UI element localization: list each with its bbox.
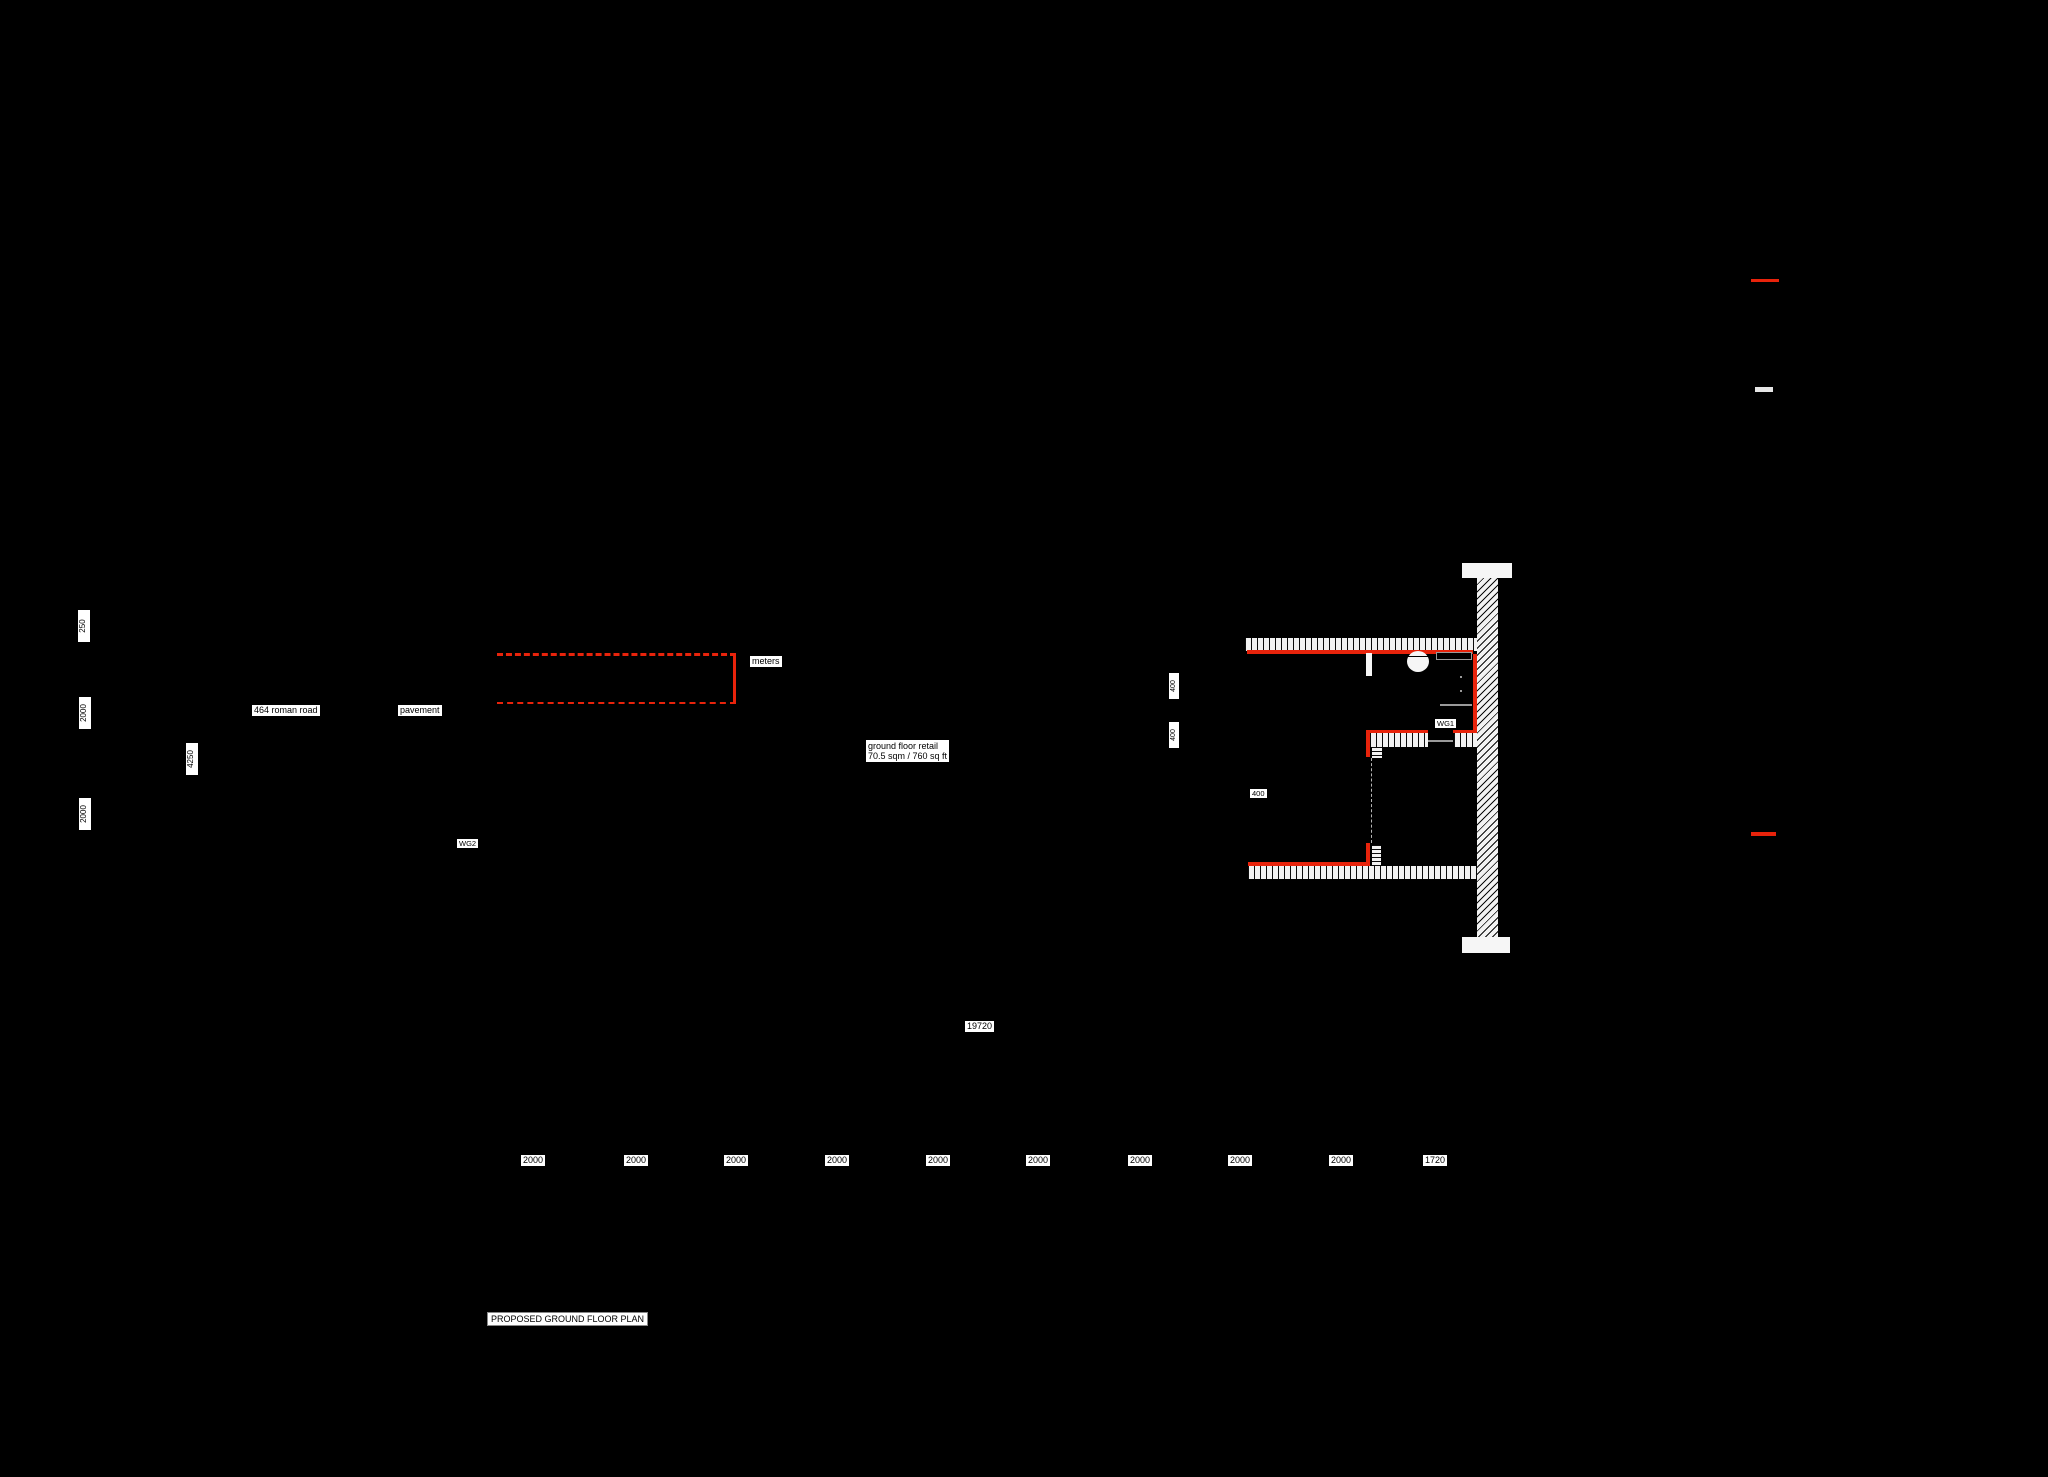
dimension-label: 1720 — [1423, 1155, 1448, 1166]
party-wall-red-lining — [1473, 654, 1477, 731]
cistern-outline — [1436, 652, 1472, 660]
wc-wall-red-corner — [1366, 730, 1370, 757]
door-swing-dot — [1460, 676, 1462, 678]
road-name-label: 464 roman road — [252, 705, 320, 716]
meters-label: meters — [750, 656, 782, 667]
dimension-label: 2000 — [1026, 1155, 1051, 1166]
bottom-wall-red-lining — [1248, 862, 1370, 866]
wc-pier-hatch — [1372, 747, 1382, 758]
retail-area-line1: ground floor retail — [868, 741, 939, 751]
opening-dashed-line — [1371, 758, 1372, 843]
dimension-label: 2000 — [825, 1155, 850, 1166]
legend-red-line-top — [1751, 279, 1779, 282]
meters-enclosure-outline — [497, 653, 736, 704]
legend-white-line — [1755, 387, 1773, 392]
dimension-label: 2000 — [724, 1155, 749, 1166]
dimension-label-vertical: 2000 — [79, 697, 91, 729]
dimension-label: 400 — [1250, 789, 1267, 798]
dimension-label: 2000 — [926, 1155, 951, 1166]
overall-dimension-label: 19720 — [965, 1021, 995, 1032]
dimension-label-vertical: 250 — [78, 610, 90, 642]
party-wall-bottom-closer — [1462, 937, 1510, 953]
bottom-wall-hatch — [1248, 866, 1477, 879]
dimension-label: 2000 — [1329, 1155, 1354, 1166]
pavement-label: pavement — [398, 705, 442, 716]
wc-pan-line — [1440, 704, 1472, 706]
door-swing-dot — [1460, 690, 1462, 692]
door-jamb — [1366, 653, 1372, 676]
legend-red-line-bottom — [1751, 832, 1776, 836]
retail-area-label: ground floor retail 70.5 sqm / 760 sq ft — [866, 740, 950, 762]
dimension-label: 2000 — [1128, 1155, 1153, 1166]
dimension-label: 2000 — [624, 1155, 649, 1166]
dimension-label-vertical: 400 — [1169, 722, 1179, 748]
dimension-label: 2000 — [521, 1155, 546, 1166]
dimension-label-vertical: 4250 — [186, 743, 198, 775]
party-wall-top-closer — [1462, 563, 1512, 578]
wall-tag-wg1: WG1 — [1435, 719, 1457, 728]
wall-tag-wg2: WG2 — [457, 839, 479, 848]
wc-door-leaf-line — [1428, 740, 1453, 742]
wc-wall-hatch-left — [1370, 733, 1428, 747]
dimension-label-vertical: 400 — [1169, 673, 1179, 699]
wc-wall-red-lining-left — [1368, 730, 1428, 733]
retail-area-line2: 70.5 sqm / 760 sq ft — [868, 751, 948, 761]
wc-wall-hatch-right — [1454, 733, 1477, 747]
top-wall-red-lining — [1247, 650, 1473, 654]
dimension-label-vertical: 2000 — [79, 798, 91, 830]
drawing-title: PROPOSED GROUND FLOOR PLAN — [487, 1312, 649, 1326]
bottom-pier-hatch — [1372, 845, 1381, 866]
top-wall-hatch — [1245, 638, 1477, 651]
basin-symbol — [1407, 651, 1429, 672]
bottom-pier-red-lining — [1366, 843, 1370, 866]
party-wall-hatch — [1477, 577, 1498, 937]
basin-tap-line — [1408, 656, 1428, 657]
dimension-label: 2000 — [1228, 1155, 1253, 1166]
wc-wall-red-lining-right — [1453, 730, 1477, 733]
